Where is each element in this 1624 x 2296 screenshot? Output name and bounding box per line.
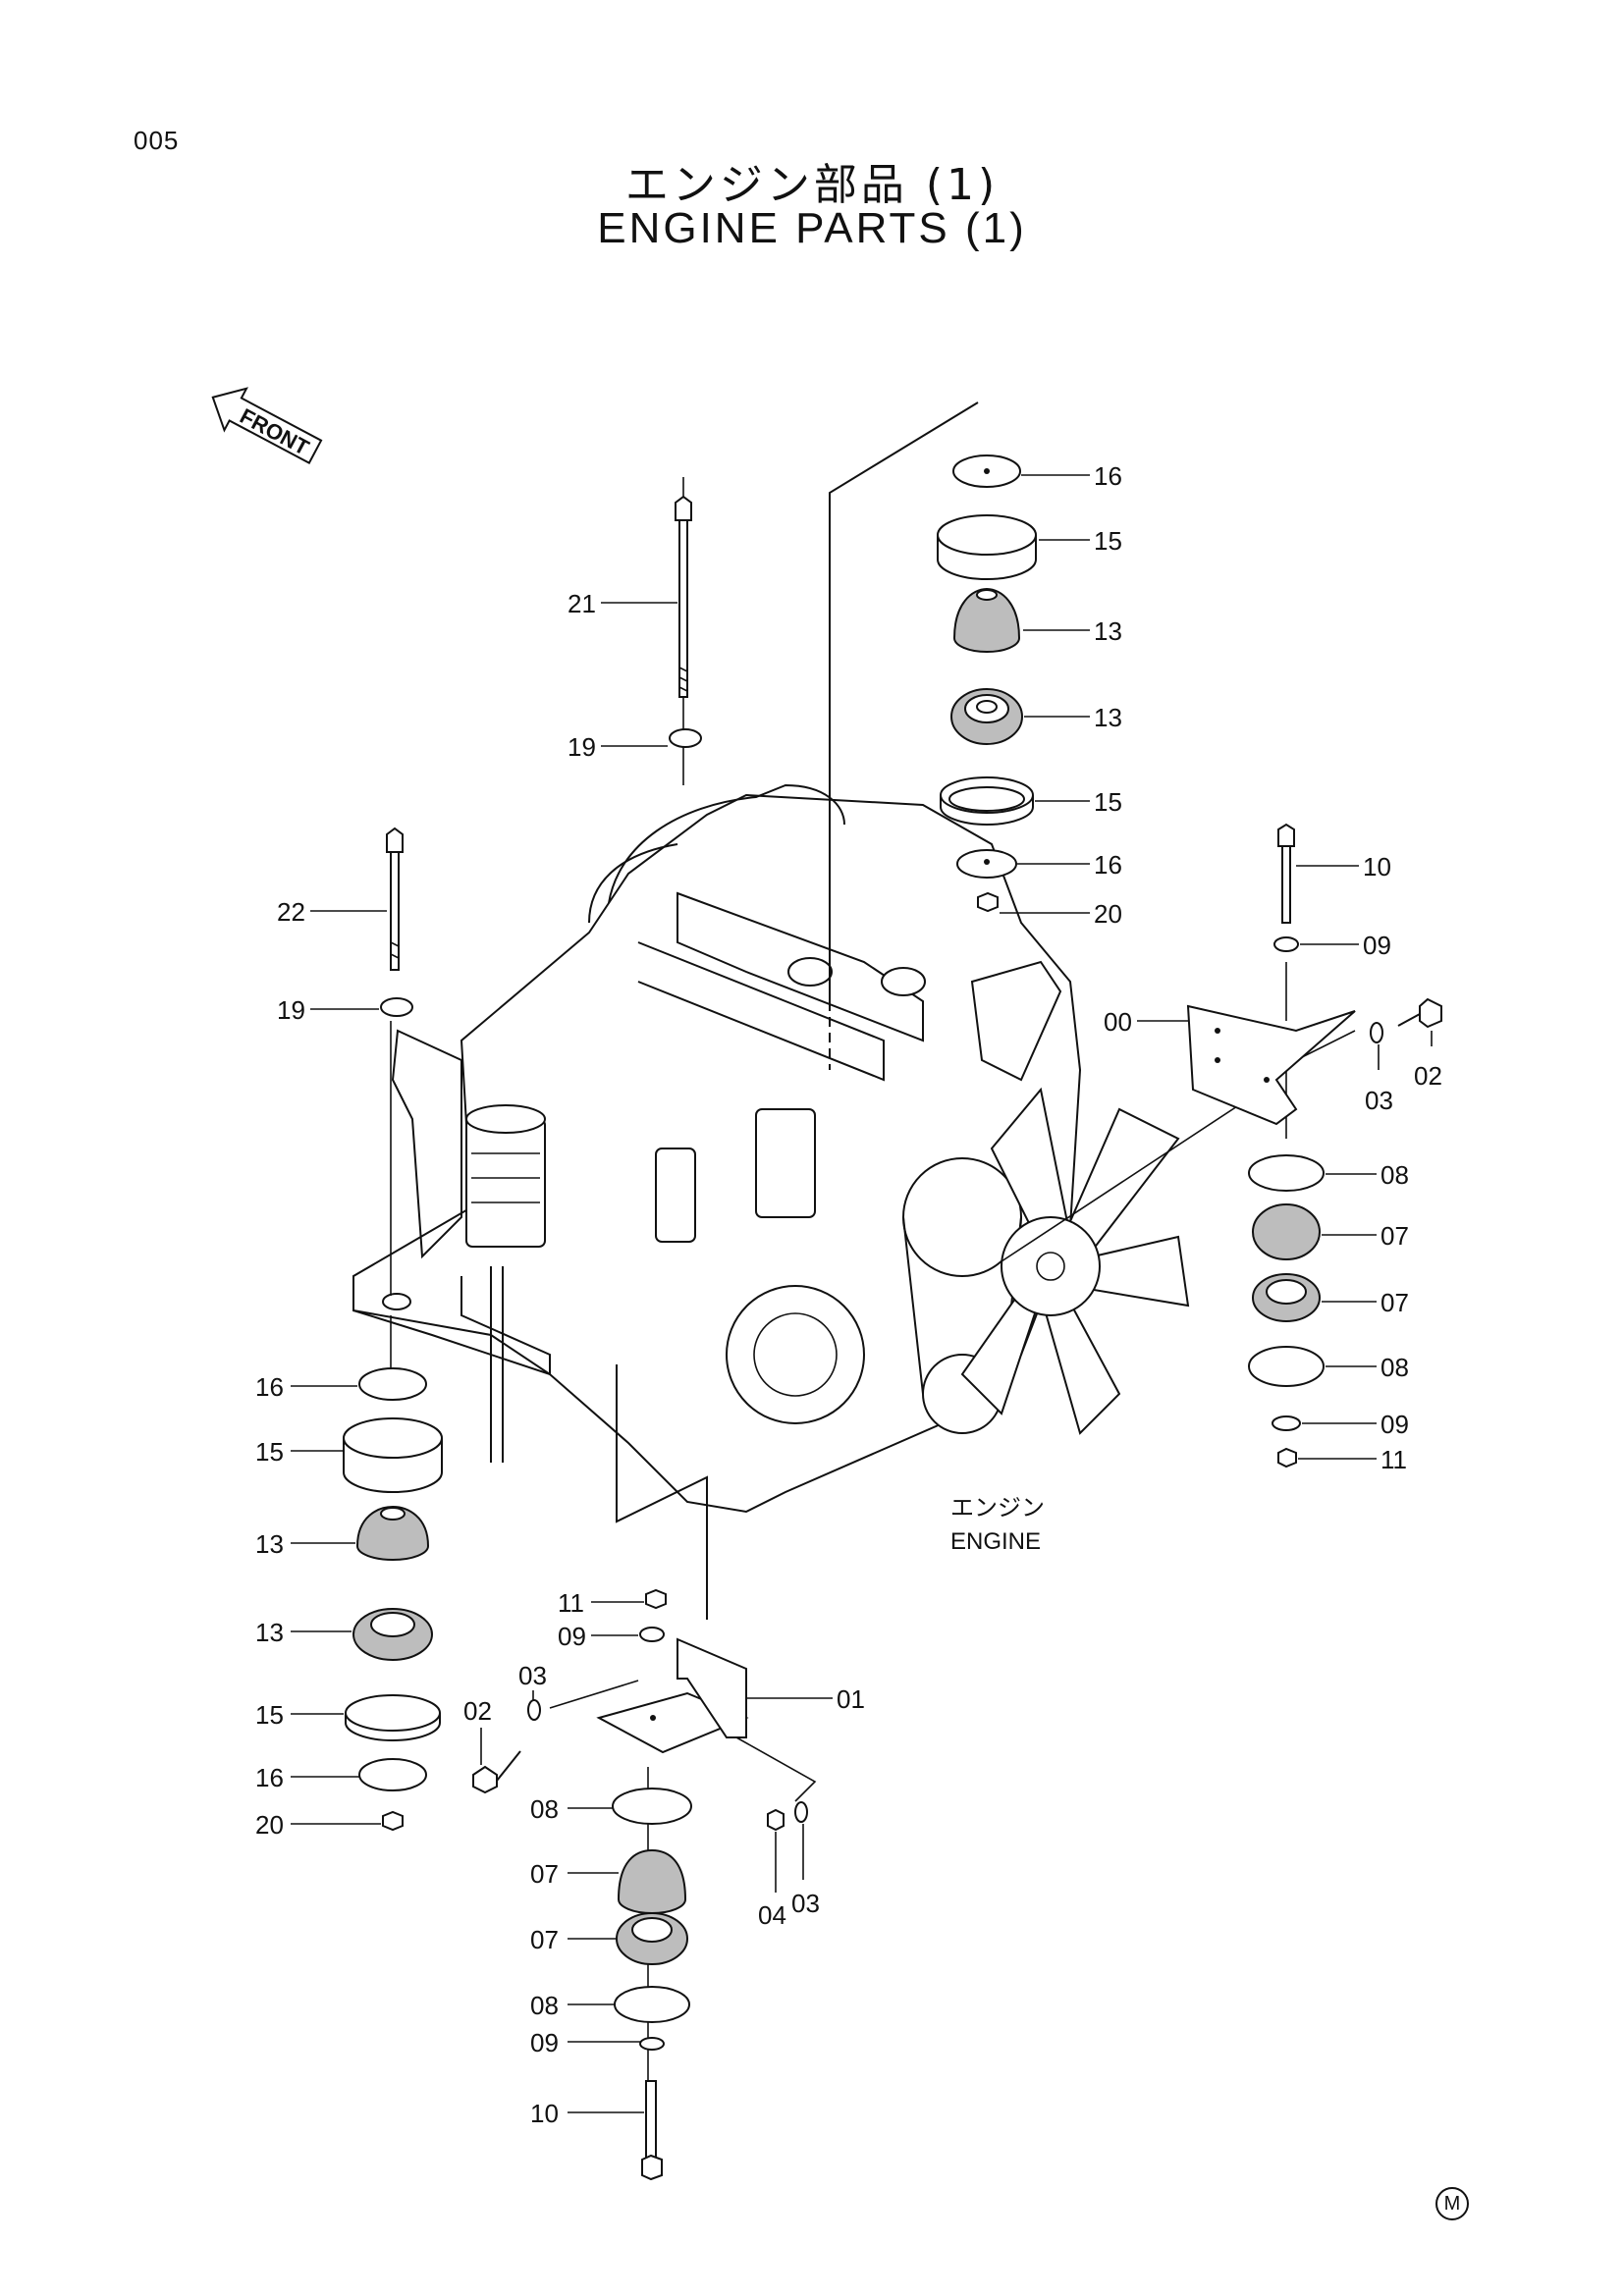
callout-16: 16 [1094,461,1122,491]
callout-08: 08 [1380,1353,1409,1382]
callout-10: 10 [530,2099,559,2128]
washer-09-shape [639,1627,665,1642]
callout-07: 07 [1380,1221,1409,1251]
callout-20: 20 [1094,899,1122,929]
rubber-mount-13-shape [952,587,1021,653]
callout-13: 13 [1094,703,1122,732]
bolt-02-left [472,1750,521,1794]
callout-13: 13 [1094,616,1122,646]
bolt-02-right [1397,997,1442,1029]
callout-19: 19 [568,732,596,762]
callout-02: 02 [1414,1061,1442,1091]
footer-mark: M [1435,2187,1469,2220]
callout-20: 20 [255,1810,284,1840]
callout-07: 07 [530,1859,559,1889]
washer-19-shape [669,728,702,748]
long-bolt-21 [675,495,692,698]
callout-21: 21 [568,589,596,618]
callout-13: 13 [255,1618,284,1647]
callout-16: 16 [255,1763,284,1792]
callout-00: 00 [1104,1007,1132,1037]
washer-19-shape [380,997,413,1017]
callout-19: 19 [277,995,305,1025]
nut-11-shape [645,1588,667,1610]
nut-20-shape [977,891,999,913]
callout-03: 03 [791,1889,820,1918]
engine-illustration: エンジン ENGINE [352,783,1190,1555]
nut-04-shape [767,1808,785,1832]
engine-label-japanese: エンジン [950,1495,1045,1522]
front-engine-bracket-01 [596,1637,749,1754]
left-mount-stack [343,1367,443,1832]
front-arrow-icon: FRONT [211,387,323,464]
callout-11: 11 [1380,1445,1407,1474]
callout-09: 09 [558,1622,586,1651]
callout-11: 11 [558,1588,584,1618]
callout-03: 03 [1365,1086,1393,1115]
washer-09-shape [1273,936,1299,952]
page-number: 005 [134,126,180,155]
engine-label-english: ENGINE [950,1528,1041,1555]
spring-washer-03-shape [527,1699,541,1721]
spring-washer-03-shape [1370,1022,1383,1043]
front-mount-stack [612,1788,692,2181]
callout-10: 10 [1363,852,1391,881]
long-bolt-22 [386,827,404,971]
callout-04: 04 [758,1900,786,1930]
callout-07: 07 [530,1925,559,1954]
callout-08: 08 [530,1794,559,1824]
callout-13: 13 [255,1529,284,1559]
callout-07: 07 [1380,1288,1409,1317]
bolt-10-upper [1277,823,1295,924]
callout-15: 15 [255,1700,284,1730]
callout-09: 09 [530,2028,559,2057]
callout-08: 08 [1380,1160,1409,1190]
callout-15: 15 [1094,787,1122,817]
right-mount-stack [1248,1154,1325,1468]
callout-09: 09 [1380,1410,1409,1439]
callout-16: 16 [255,1372,284,1402]
callout-16: 16 [1094,850,1122,880]
callout-01: 01 [837,1684,865,1714]
spring-washer-03-shape [794,1801,808,1823]
front-label: FRONT [236,403,313,460]
right-engine-bracket-00 [1186,1004,1356,1126]
upper-right-mount-stack [937,454,1037,913]
callout-03: 03 [518,1661,547,1690]
callout-22: 22 [277,897,305,927]
page-title-japanese: エンジン部品 (1) [624,160,1000,210]
page-title-english: ENGINE PARTS (1) [597,204,1027,252]
callout-15: 15 [255,1437,284,1467]
callout-08: 08 [530,1991,559,2020]
callout-02: 02 [463,1696,492,1726]
callout-15: 15 [1094,526,1122,556]
callout-09: 09 [1363,931,1391,960]
callout-labels: 16 15 13 13 15 16 20 21 19 22 19 10 09 0… [255,461,1442,2128]
